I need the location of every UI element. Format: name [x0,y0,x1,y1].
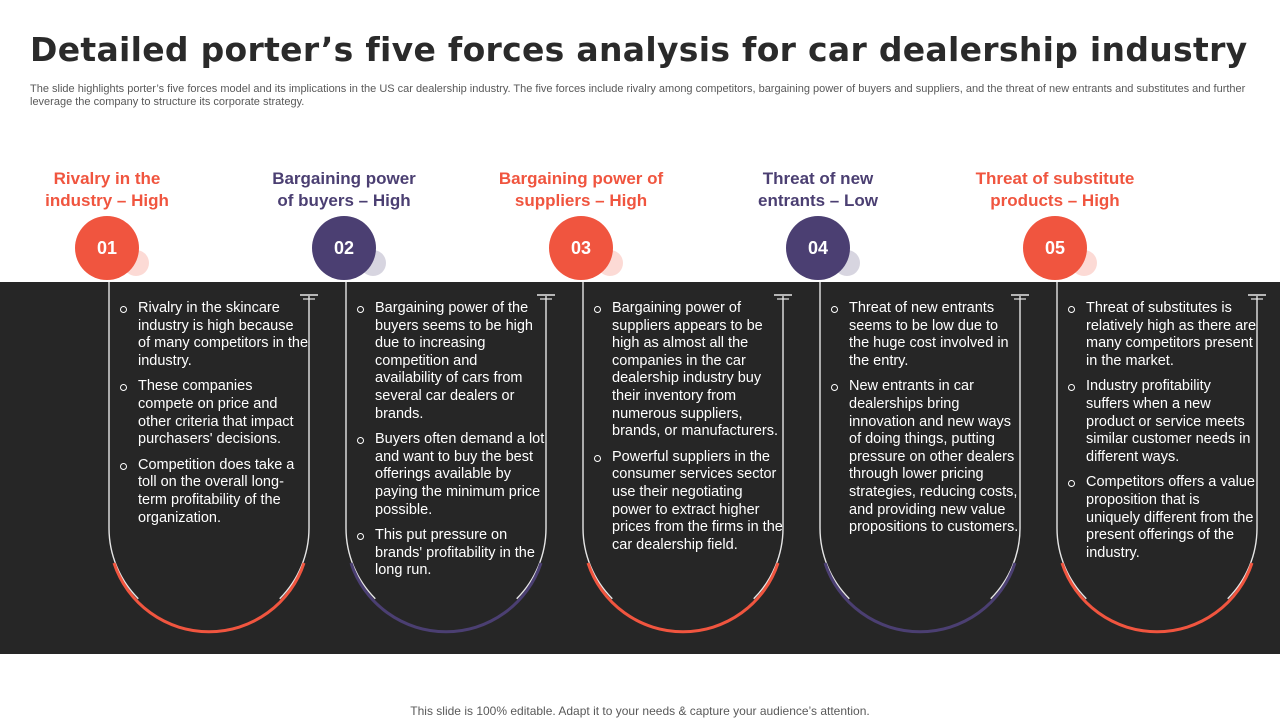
force-heading-line: Bargaining power of [498,169,664,188]
force-heading-1: Rivalry in the industry – High [2,168,212,212]
force-heading-4: Threat of new entrants – Low [713,168,923,212]
force-number-badge-1: 01 [75,216,139,280]
force-heading-line: Threat of new [762,169,874,188]
footer-note: This slide is 100% editable. Adapt it to… [410,704,870,718]
bullet-item: Bargaining power of suppliers appears to… [593,300,783,441]
bullet-item: Competitors offers a value proposition t… [1067,474,1257,562]
force-heading-line: of buyers – High [277,191,411,210]
force-bullet-list-2: Bargaining power of the buyers seems to … [356,300,546,588]
force-heading-line: suppliers – High [514,191,648,210]
force-number-badge-5: 05 [1023,216,1087,280]
bullet-item: Competition does take a toll on the over… [119,457,309,527]
bullet-item: Industry profitability suffers when a ne… [1067,378,1257,466]
bullet-item: New entrants in car dealerships bring in… [830,378,1020,536]
force-number-badge-2: 02 [312,216,376,280]
force-heading-line: entrants – Low [758,191,878,210]
bullet-item: Threat of new entrants seems to be low d… [830,300,1020,370]
bullet-item: Rivalry in the skincare industry is high… [119,300,309,370]
bullet-item: Threat of substitutes is relatively high… [1067,300,1257,370]
force-bullet-list-5: Threat of substitutes is relatively high… [1067,300,1257,570]
force-bullet-list-1: Rivalry in the skincare industry is high… [119,300,309,535]
force-heading-line: products – High [990,191,1120,210]
force-heading-line: Rivalry in the [53,169,161,188]
bullet-item: Bargaining power of the buyers seems to … [356,300,546,423]
slide-title: Detailed porter’s five forces analysis f… [30,30,1248,69]
force-heading-line: industry – High [45,191,169,210]
force-heading-line: Threat of substitute [975,169,1135,188]
force-heading-3: Bargaining power of suppliers – High [476,168,686,212]
force-bullet-list-3: Bargaining power of suppliers appears to… [593,300,783,562]
slide-subtitle: The slide highlights porter’s five force… [30,83,1246,108]
bullet-item: These companies compete on price and oth… [119,378,309,448]
bullet-item: This put pressure on brands' profitabili… [356,527,546,580]
force-heading-5: Threat of substitute products – High [950,168,1160,212]
force-number-badge-4: 04 [786,216,850,280]
force-bullet-list-4: Threat of new entrants seems to be low d… [830,300,1020,545]
force-heading-line: Bargaining power [272,169,416,188]
bullet-item: Buyers often demand a lot and want to bu… [356,431,546,519]
bullet-item: Powerful suppliers in the consumer servi… [593,449,783,555]
force-number-badge-3: 03 [549,216,613,280]
force-heading-2: Bargaining power of buyers – High [239,168,449,212]
